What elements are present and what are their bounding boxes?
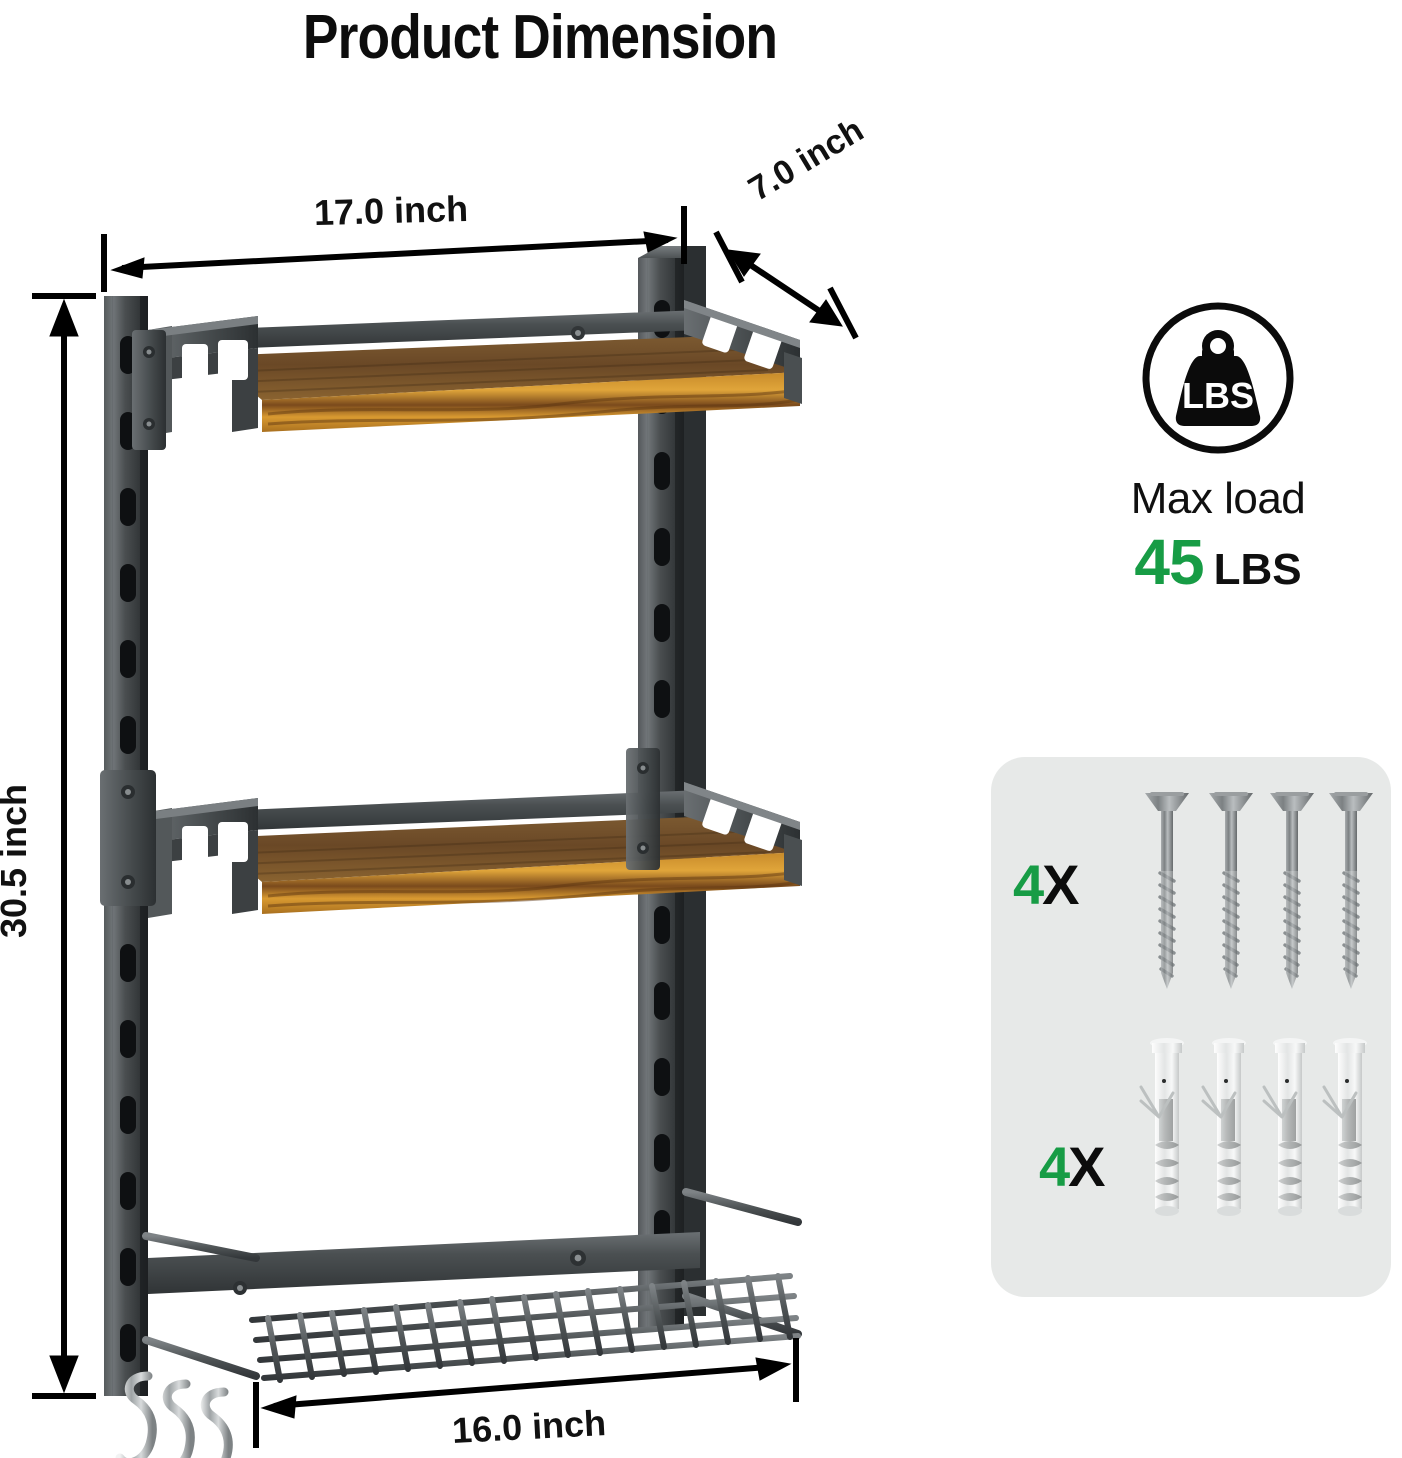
depth-tick-left: [713, 230, 745, 284]
basket-arrow-head-left: [260, 1395, 297, 1419]
anchor-count-label: 4X: [1039, 1139, 1106, 1195]
screws-illustration: [1143, 790, 1375, 991]
depth-arrow-head-left: [727, 249, 761, 277]
wire-basket: [115, 1188, 802, 1458]
middle-shelf: [100, 748, 802, 918]
screw-count-number: 4: [1013, 853, 1044, 916]
s-hooks: [115, 1371, 233, 1458]
weight-icon-label: LBS: [1182, 375, 1254, 416]
height-arrow-head-top: [49, 298, 79, 337]
screw-count-suffix: X: [1042, 853, 1079, 916]
screw-count-label: 4X: [1013, 857, 1080, 913]
hardware-panel: 4X: [991, 757, 1391, 1297]
depth-tick-right: [827, 286, 859, 340]
max-load-caption: Max load: [1130, 474, 1306, 523]
depth-arrow-line: [738, 255, 832, 321]
width-arrow-line: [121, 237, 669, 271]
page-title: Product Dimension: [302, 3, 778, 72]
basket-arrow-head-right: [755, 1357, 792, 1381]
basket-width-dimension-label: 16.0 inch: [451, 1401, 608, 1452]
dimension-arrows: [32, 206, 859, 1448]
anchor-count-number: 4: [1039, 1135, 1070, 1198]
width-arrow-head-right: [643, 231, 678, 253]
top-shelf: [132, 300, 802, 450]
anchor-count-suffix: X: [1068, 1135, 1105, 1198]
max-load-number: 45: [1134, 526, 1204, 598]
height-arrow-head-bottom: [49, 1355, 79, 1394]
width-arrow-head-left: [110, 257, 145, 279]
depth-arrow-head-right: [809, 299, 843, 327]
hardware-item-screws: 4X: [991, 767, 1391, 1027]
weight-lbs-icon: LBS: [1142, 302, 1294, 454]
hardware-item-anchors: 4X: [991, 1029, 1391, 1289]
height-dimension-label: 30.5 inch: [0, 783, 35, 939]
width-dimension-label: 17.0 inch: [313, 187, 469, 234]
max-load-unit: LBS: [1213, 545, 1302, 594]
basket-arrow-line: [273, 1363, 781, 1409]
wall-anchors-illustration: [1139, 1036, 1369, 1218]
